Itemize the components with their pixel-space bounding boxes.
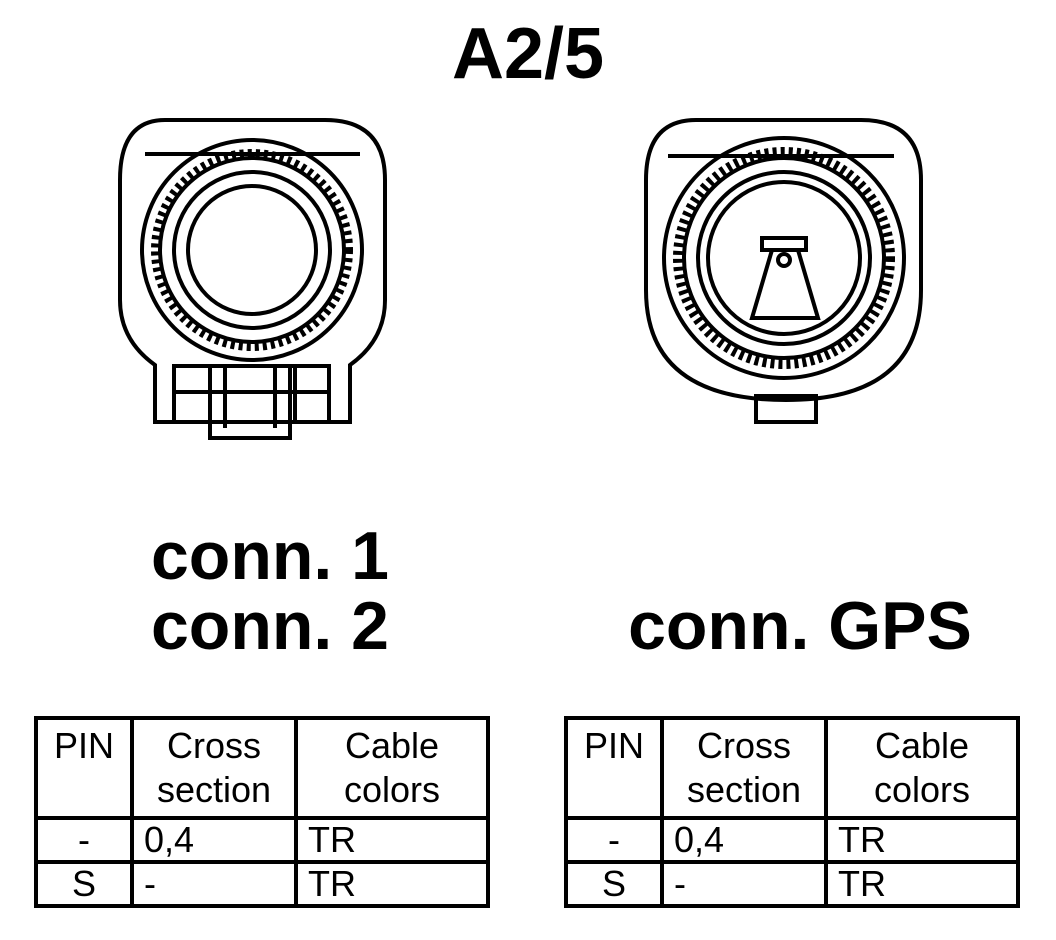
cell-cross-section: - <box>130 860 298 908</box>
socket-inner <box>186 184 318 316</box>
knurled-ring-inner <box>151 149 353 351</box>
connector-2-label: conn. 2 <box>150 588 390 664</box>
connector-housing <box>644 118 923 403</box>
diagram-title: A2/5 <box>451 14 605 94</box>
nut-ring <box>682 156 886 360</box>
table-row: - 0,4 TR <box>34 816 490 864</box>
connector-1-label: conn. 1 <box>150 518 390 594</box>
cell-cable-color: TR <box>294 860 490 908</box>
cell-cross-section: 0,4 <box>130 816 298 864</box>
connector-gps-label: conn. GPS <box>628 588 972 664</box>
latch-tab <box>208 364 292 440</box>
connector-gps-drawing <box>644 118 923 424</box>
cell-pin: - <box>34 816 134 864</box>
knurled-ring-outer <box>662 136 906 380</box>
table-row: S - TR <box>564 860 1020 908</box>
knurled-ring-outer <box>140 138 364 362</box>
socket-outer <box>172 170 332 330</box>
cell-pin: S <box>564 860 664 908</box>
cell-cable-color: TR <box>294 816 490 864</box>
header-pin: PIN <box>34 716 134 820</box>
cable-exit <box>754 394 818 424</box>
cell-cross-section: 0,4 <box>660 816 828 864</box>
pin-head <box>760 236 808 252</box>
cell-cable-color: TR <box>824 860 1020 908</box>
cell-pin: S <box>34 860 134 908</box>
header-pin: PIN <box>564 716 664 820</box>
cell-cable-color: TR <box>824 816 1020 864</box>
cell-pin: - <box>564 816 664 864</box>
table-row: - 0,4 TR <box>564 816 1020 864</box>
socket-inner <box>706 180 862 336</box>
connector-housing <box>118 118 387 424</box>
nut-ring <box>158 156 346 344</box>
pin-body <box>749 249 821 320</box>
cell-cross-section: - <box>660 860 828 908</box>
connector-1-2-drawing <box>118 118 387 440</box>
knurled-ring-inner <box>673 147 895 369</box>
pin-hole <box>776 252 792 268</box>
socket-outer <box>696 170 872 346</box>
table-row: S - TR <box>34 860 490 908</box>
